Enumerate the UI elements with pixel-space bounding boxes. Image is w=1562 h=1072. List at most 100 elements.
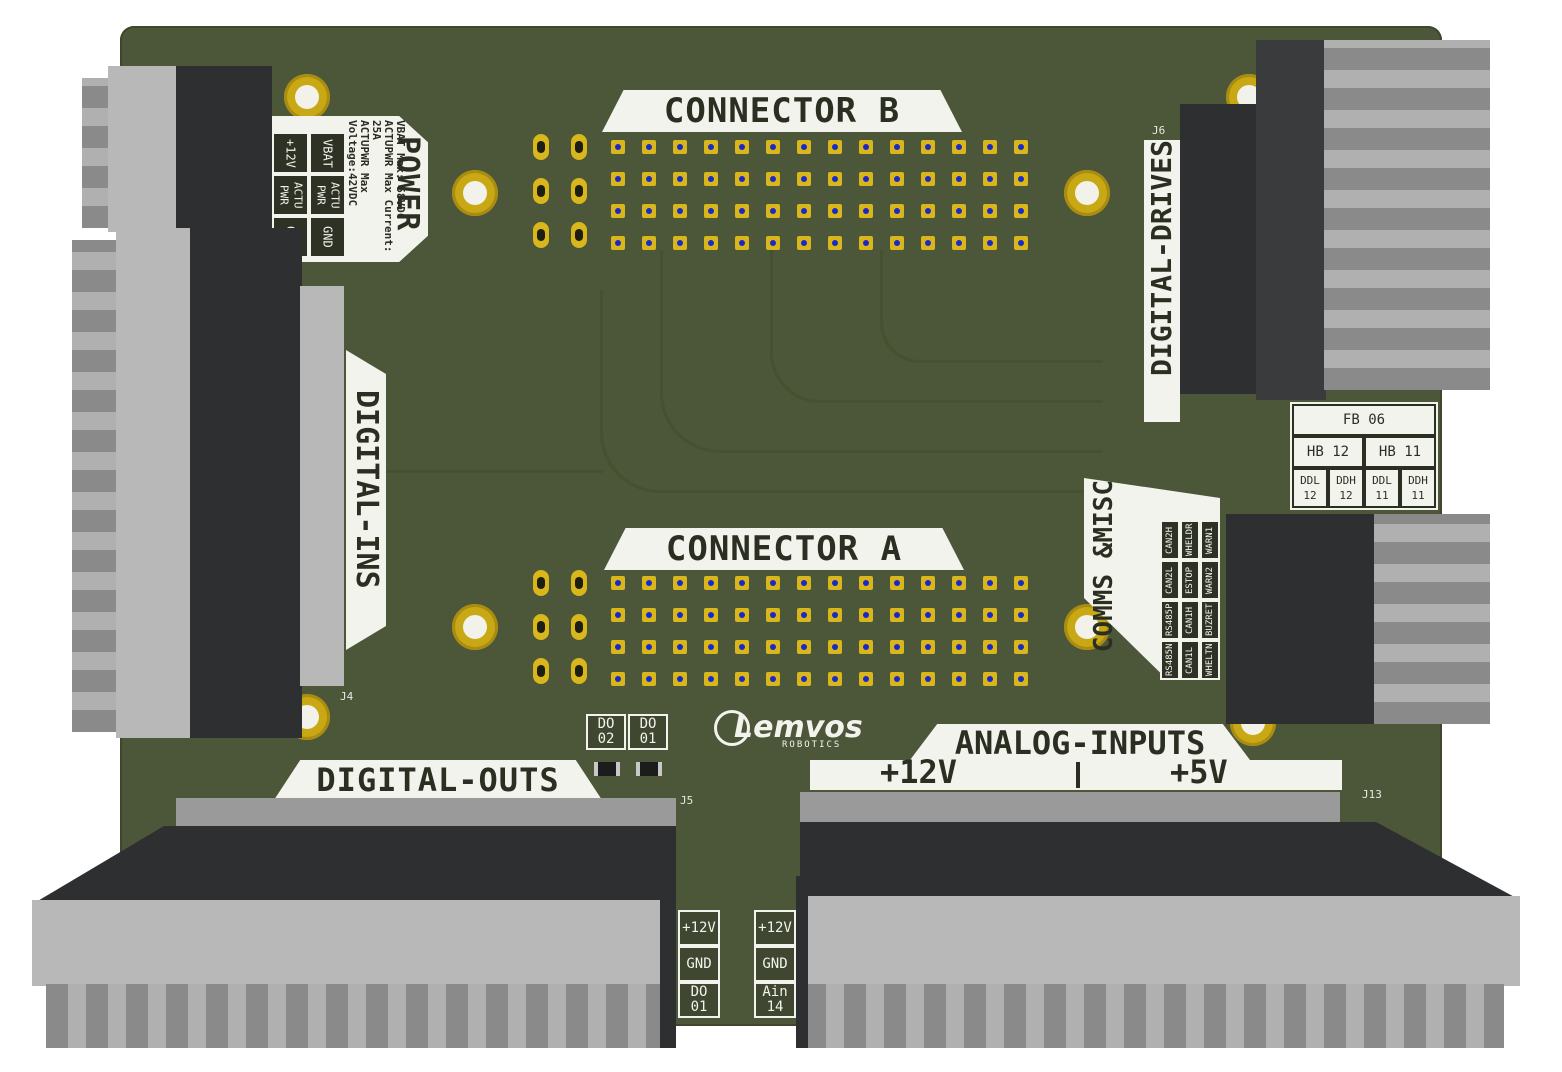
digital-outs-label: DIGITAL-OUTS <box>274 760 602 800</box>
pin-pad <box>952 640 966 654</box>
connector-b-title: CONNECTOR B <box>663 91 901 131</box>
pin-pad <box>890 672 904 686</box>
analog-group-label: +12V <box>880 753 958 791</box>
pin-pad <box>859 576 873 590</box>
drive-table-cell: FB 06 <box>1292 404 1436 436</box>
connector-a-title: CONNECTOR A <box>665 529 903 569</box>
pin-pad <box>642 204 656 218</box>
pin-pad <box>1014 236 1028 250</box>
oval-pad <box>571 134 587 160</box>
digital-drives-ref: J6 <box>1152 124 1166 137</box>
analog-terminal-end <box>796 876 808 1048</box>
connector-b-label: CONNECTOR B <box>602 90 962 132</box>
comms-title: COMMS &MISC <box>1089 480 1119 652</box>
trace <box>880 250 1103 363</box>
oval-pad <box>533 178 549 204</box>
power-cell: GND <box>309 216 346 258</box>
pin-pad <box>859 608 873 622</box>
pin-pad <box>983 140 997 154</box>
pin-pad <box>983 576 997 590</box>
pin-pad <box>1014 172 1028 186</box>
pin-pad <box>611 640 625 654</box>
drive-table-cell: HB 12 <box>1292 436 1364 468</box>
comms-terminal-side <box>1374 514 1490 724</box>
pin-pad <box>642 140 656 154</box>
digital-drives-terminal-top <box>1180 104 1260 394</box>
oval-pad <box>571 658 587 684</box>
comms-cell: WARN2 <box>1200 560 1220 600</box>
pin-pad <box>983 672 997 686</box>
logo-text: Lemvos <box>734 710 863 745</box>
pin-pad <box>766 608 780 622</box>
pin-pad <box>611 204 625 218</box>
do-pin-label: DO 01 <box>678 982 720 1018</box>
comms-cell: ESTOP <box>1180 560 1200 600</box>
oval-pad <box>571 222 587 248</box>
pin-pad <box>673 672 687 686</box>
pin-pad <box>735 172 749 186</box>
digital-ins-title: DIGITAL-INS <box>349 390 384 589</box>
pin-pad <box>828 140 842 154</box>
comms-cell: WARN1 <box>1200 520 1220 560</box>
mounting-hole <box>452 170 498 216</box>
pin-pad <box>859 672 873 686</box>
pin-pad <box>735 608 749 622</box>
pin-pad <box>611 140 625 154</box>
pin-pad <box>611 172 625 186</box>
oval-pad <box>571 614 587 640</box>
power-spec-line: ACTUPWR Max Current: 25A <box>370 120 395 253</box>
drive-table-cell: HB 11 <box>1364 436 1436 468</box>
logo-circle <box>714 710 750 746</box>
pin-pad <box>828 576 842 590</box>
comms-cell: BUZRET <box>1200 600 1220 640</box>
power-spec-line: ACTUPWR Max Voltage:42VDC <box>346 120 371 207</box>
power-terminal-body <box>108 66 178 232</box>
pin-pad <box>952 672 966 686</box>
pin-pad <box>952 140 966 154</box>
pin-pad <box>642 236 656 250</box>
do-pin-label: +12V <box>678 910 720 946</box>
analog-inputs-banner <box>910 724 1250 760</box>
pin-pad <box>766 236 780 250</box>
pin-pad <box>735 140 749 154</box>
power-cell: ACTU PWR <box>309 174 346 216</box>
pin-pad <box>673 140 687 154</box>
oval-pad <box>533 570 549 596</box>
pin-pad <box>921 640 935 654</box>
pin-pad <box>890 140 904 154</box>
pin-pad <box>797 576 811 590</box>
pin-pad <box>704 204 718 218</box>
analog-terminal-lip <box>800 792 1340 826</box>
pin-pad <box>735 236 749 250</box>
trace <box>600 290 1123 493</box>
comms-cell: RS485P <box>1160 600 1180 640</box>
analog-terminal-top <box>800 822 1520 900</box>
digital-ins-terminal-side <box>72 240 118 732</box>
pin-pad <box>642 640 656 654</box>
analog-terminal-teeth <box>804 984 1504 1048</box>
pin-pad <box>766 140 780 154</box>
pin-pad <box>797 672 811 686</box>
pin-pad <box>797 204 811 218</box>
pin-pad <box>828 172 842 186</box>
drive-table-cell: DDH 11 <box>1400 468 1436 508</box>
digital-drives-label: DIGITAL-DRIVES <box>1144 140 1180 422</box>
pin-pad <box>704 576 718 590</box>
power-terminal-side <box>82 78 112 228</box>
power-grid: +12V VBAT ACTU PWR ACTU PWR GND GND <box>272 132 346 258</box>
pin-pad <box>952 204 966 218</box>
pin-pad <box>1014 204 1028 218</box>
pin-pad <box>797 640 811 654</box>
comms-cell: RS485N <box>1160 640 1180 680</box>
pin-pad <box>642 576 656 590</box>
pin-pad <box>673 576 687 590</box>
pin-pad <box>797 608 811 622</box>
pin-pad <box>983 236 997 250</box>
pin-pad <box>611 608 625 622</box>
comms-cell: CAN2L <box>1160 560 1180 600</box>
trace <box>660 250 1103 453</box>
pin-pad <box>611 236 625 250</box>
pin-pad <box>611 576 625 590</box>
digital-outs-terminal-teeth <box>46 984 662 1048</box>
pin-pad <box>890 640 904 654</box>
